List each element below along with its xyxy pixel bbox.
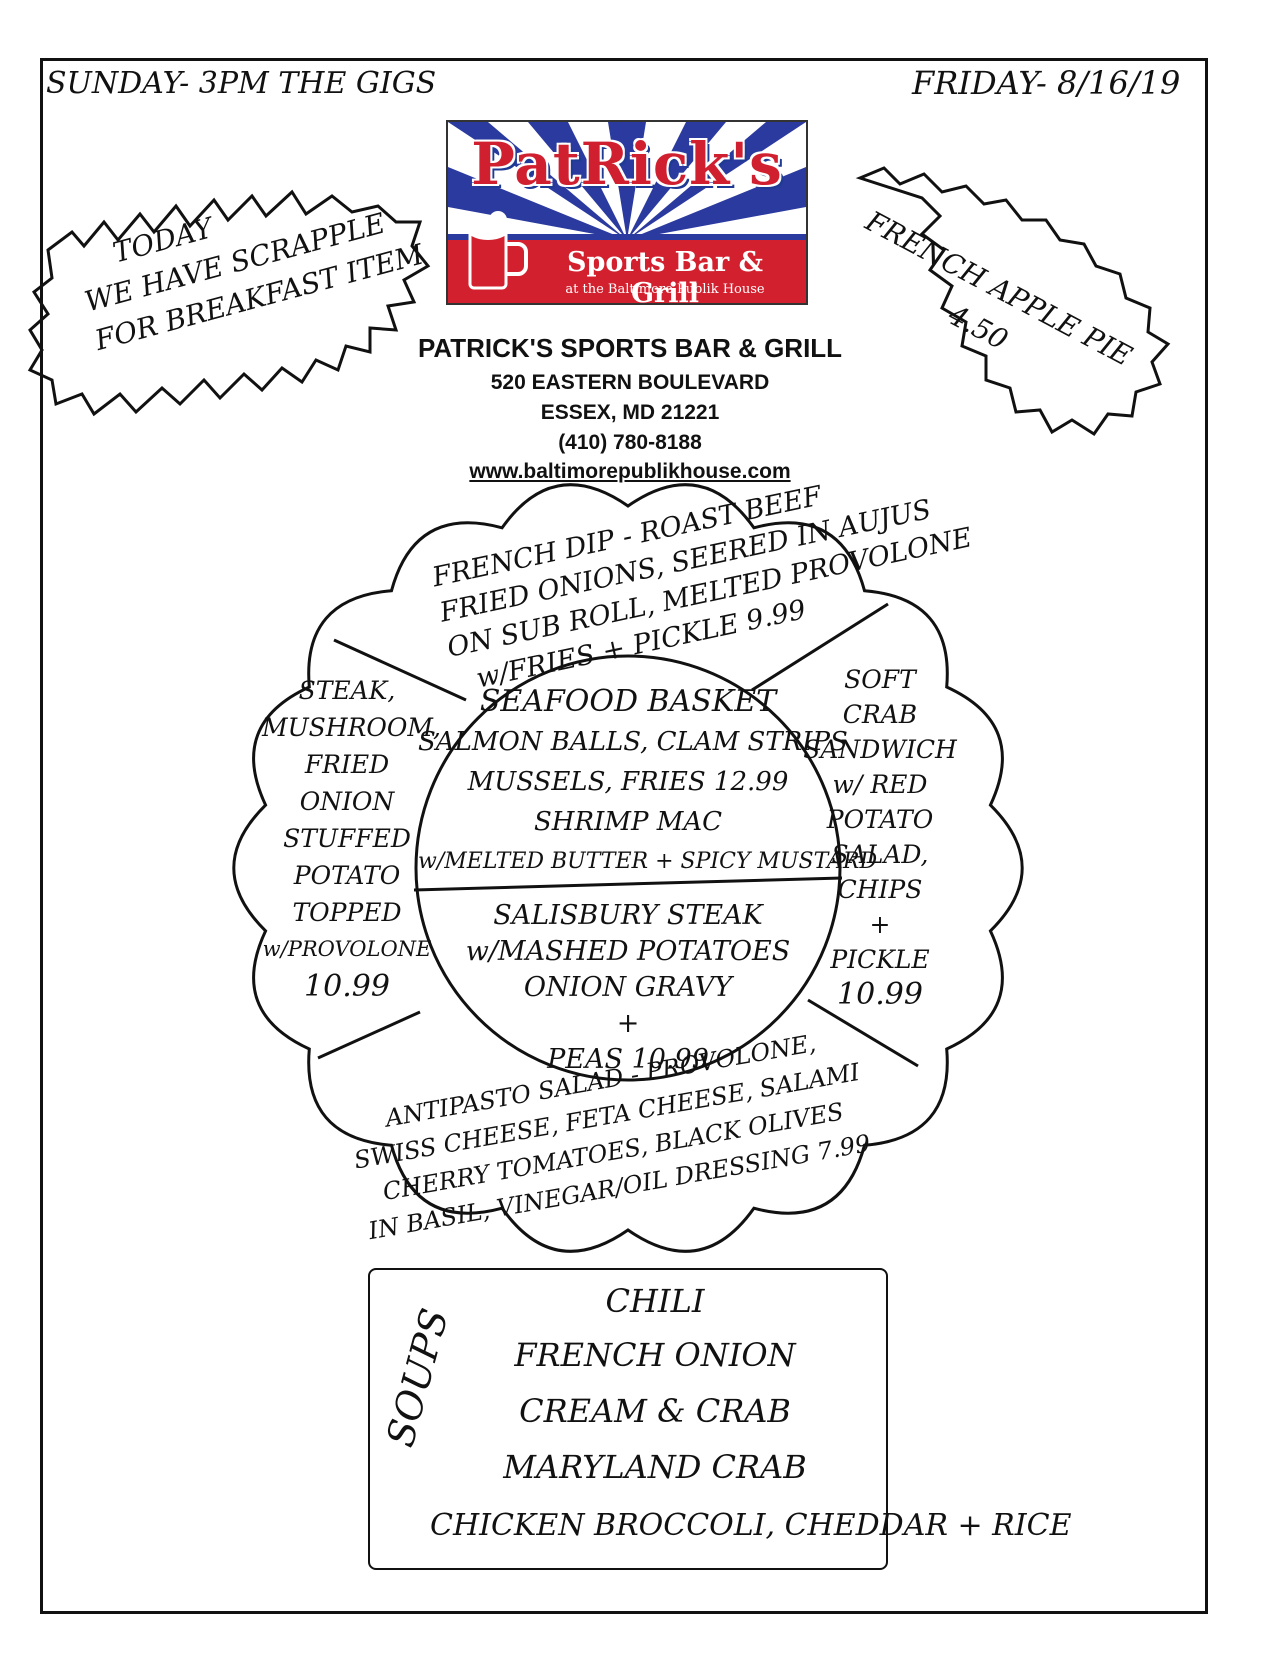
salisbury-line-5: PEAS 10.99 [547,1044,709,1075]
special-seafood-basket: SEAFOOD BASKET SALMON BALLS, CLAM STRIPS… [418,682,878,882]
crab-line-6: SALAD, [831,840,929,869]
soup-item: CHICKEN BROCCOLI, CHEDDAR + RICE [430,1508,1072,1543]
seafood-line-3: MUSSELS, FRIES 12.99 [467,767,789,797]
crab-price: 10.99 [837,977,923,1012]
seafood-line-2: SALMON BALLS, CLAM STRIPS [418,727,848,757]
center-circle [414,654,842,1082]
crab-line-9: PICKLE [830,945,930,974]
logo-background [448,122,806,303]
soup-item: CHILI [605,1282,705,1320]
crab-line-8: + [869,910,891,939]
event-note: SUNDAY- 3PM THE GIGS [46,66,437,101]
potato-line-3: FRIED [304,750,390,779]
pie-burst [855,166,1171,437]
special-soft-crab: SOFT CRAB SANDWICH w/ RED POTATO SALAD, … [800,662,960,1012]
logo-title: PatRick's [471,130,783,198]
soup-item: CREAM & CRAB [519,1392,791,1430]
salisbury-line-1: SALISBURY STEAK [493,900,763,931]
special-stuffed-potato: STEAK, MUSHROOM, FRIED ONION STUFFED POT… [262,672,441,1005]
menu-date: FRIDAY- 8/16/19 [912,64,1181,102]
seafood-line-4: SHRIMP MAC [533,807,722,837]
scrapple-burst [27,189,431,417]
special-salisbury-steak: SALISBURY STEAK w/MASHED POTATOES ONION … [438,898,818,1078]
beer-mug-icon [466,211,528,290]
salisbury-line-3: ONION GRAVY [523,972,733,1003]
crab-line-5: POTATO [826,805,934,834]
page-border [40,58,1208,1614]
seafood-line-1: SEAFOOD BASKET [479,684,777,719]
soup-item: FRENCH ONION [514,1336,796,1374]
salisbury-line-2: w/MASHED POTATOES [465,936,791,967]
flower-outline [232,483,1024,1253]
business-city: ESSEX, MD 21221 [540,401,720,424]
business-name: PATRICK'S SPORTS BAR & GRILL [417,333,843,363]
logo-subtitle: Sports Bar & Grill [566,247,763,305]
business-phone: (410) 780-8188 [558,431,702,454]
seafood-line-5: w/MELTED BUTTER + SPICY MUSTARD [418,849,878,874]
potato-line-8: w/PROVOLONE [262,937,432,961]
crab-line-3: SANDWICH [803,735,957,764]
crab-line-7: CHIPS [837,875,923,904]
potato-line-2: MUSHROOM, [262,713,441,742]
crab-line-4: w/ RED [832,770,928,799]
potato-line-6: POTATO [293,861,401,890]
business-website[interactable]: www.baltimorepublikhouse.com [469,460,791,483]
crab-line-1: SOFT [844,665,916,694]
logo-tagline: at the Baltimore Publik House [565,282,765,297]
potato-line-4: ONION [299,787,395,816]
divider-lines [317,602,919,1068]
soup-item: MARYLAND CRAB [503,1448,807,1486]
potato-line-5: STUFFED [283,824,411,853]
logo: PatRick's Sports Bar & Grill at the Balt… [446,120,808,305]
crab-line-2: CRAB [842,700,918,729]
business-street: 520 EASTERN BOULEVARD [490,371,770,394]
potato-line-7: TOPPED [292,898,402,927]
soups-box [368,1268,888,1570]
potato-line-1: STEAK, [298,676,396,705]
salisbury-line-4: + [616,1008,640,1039]
potato-price: 10.99 [304,969,390,1004]
